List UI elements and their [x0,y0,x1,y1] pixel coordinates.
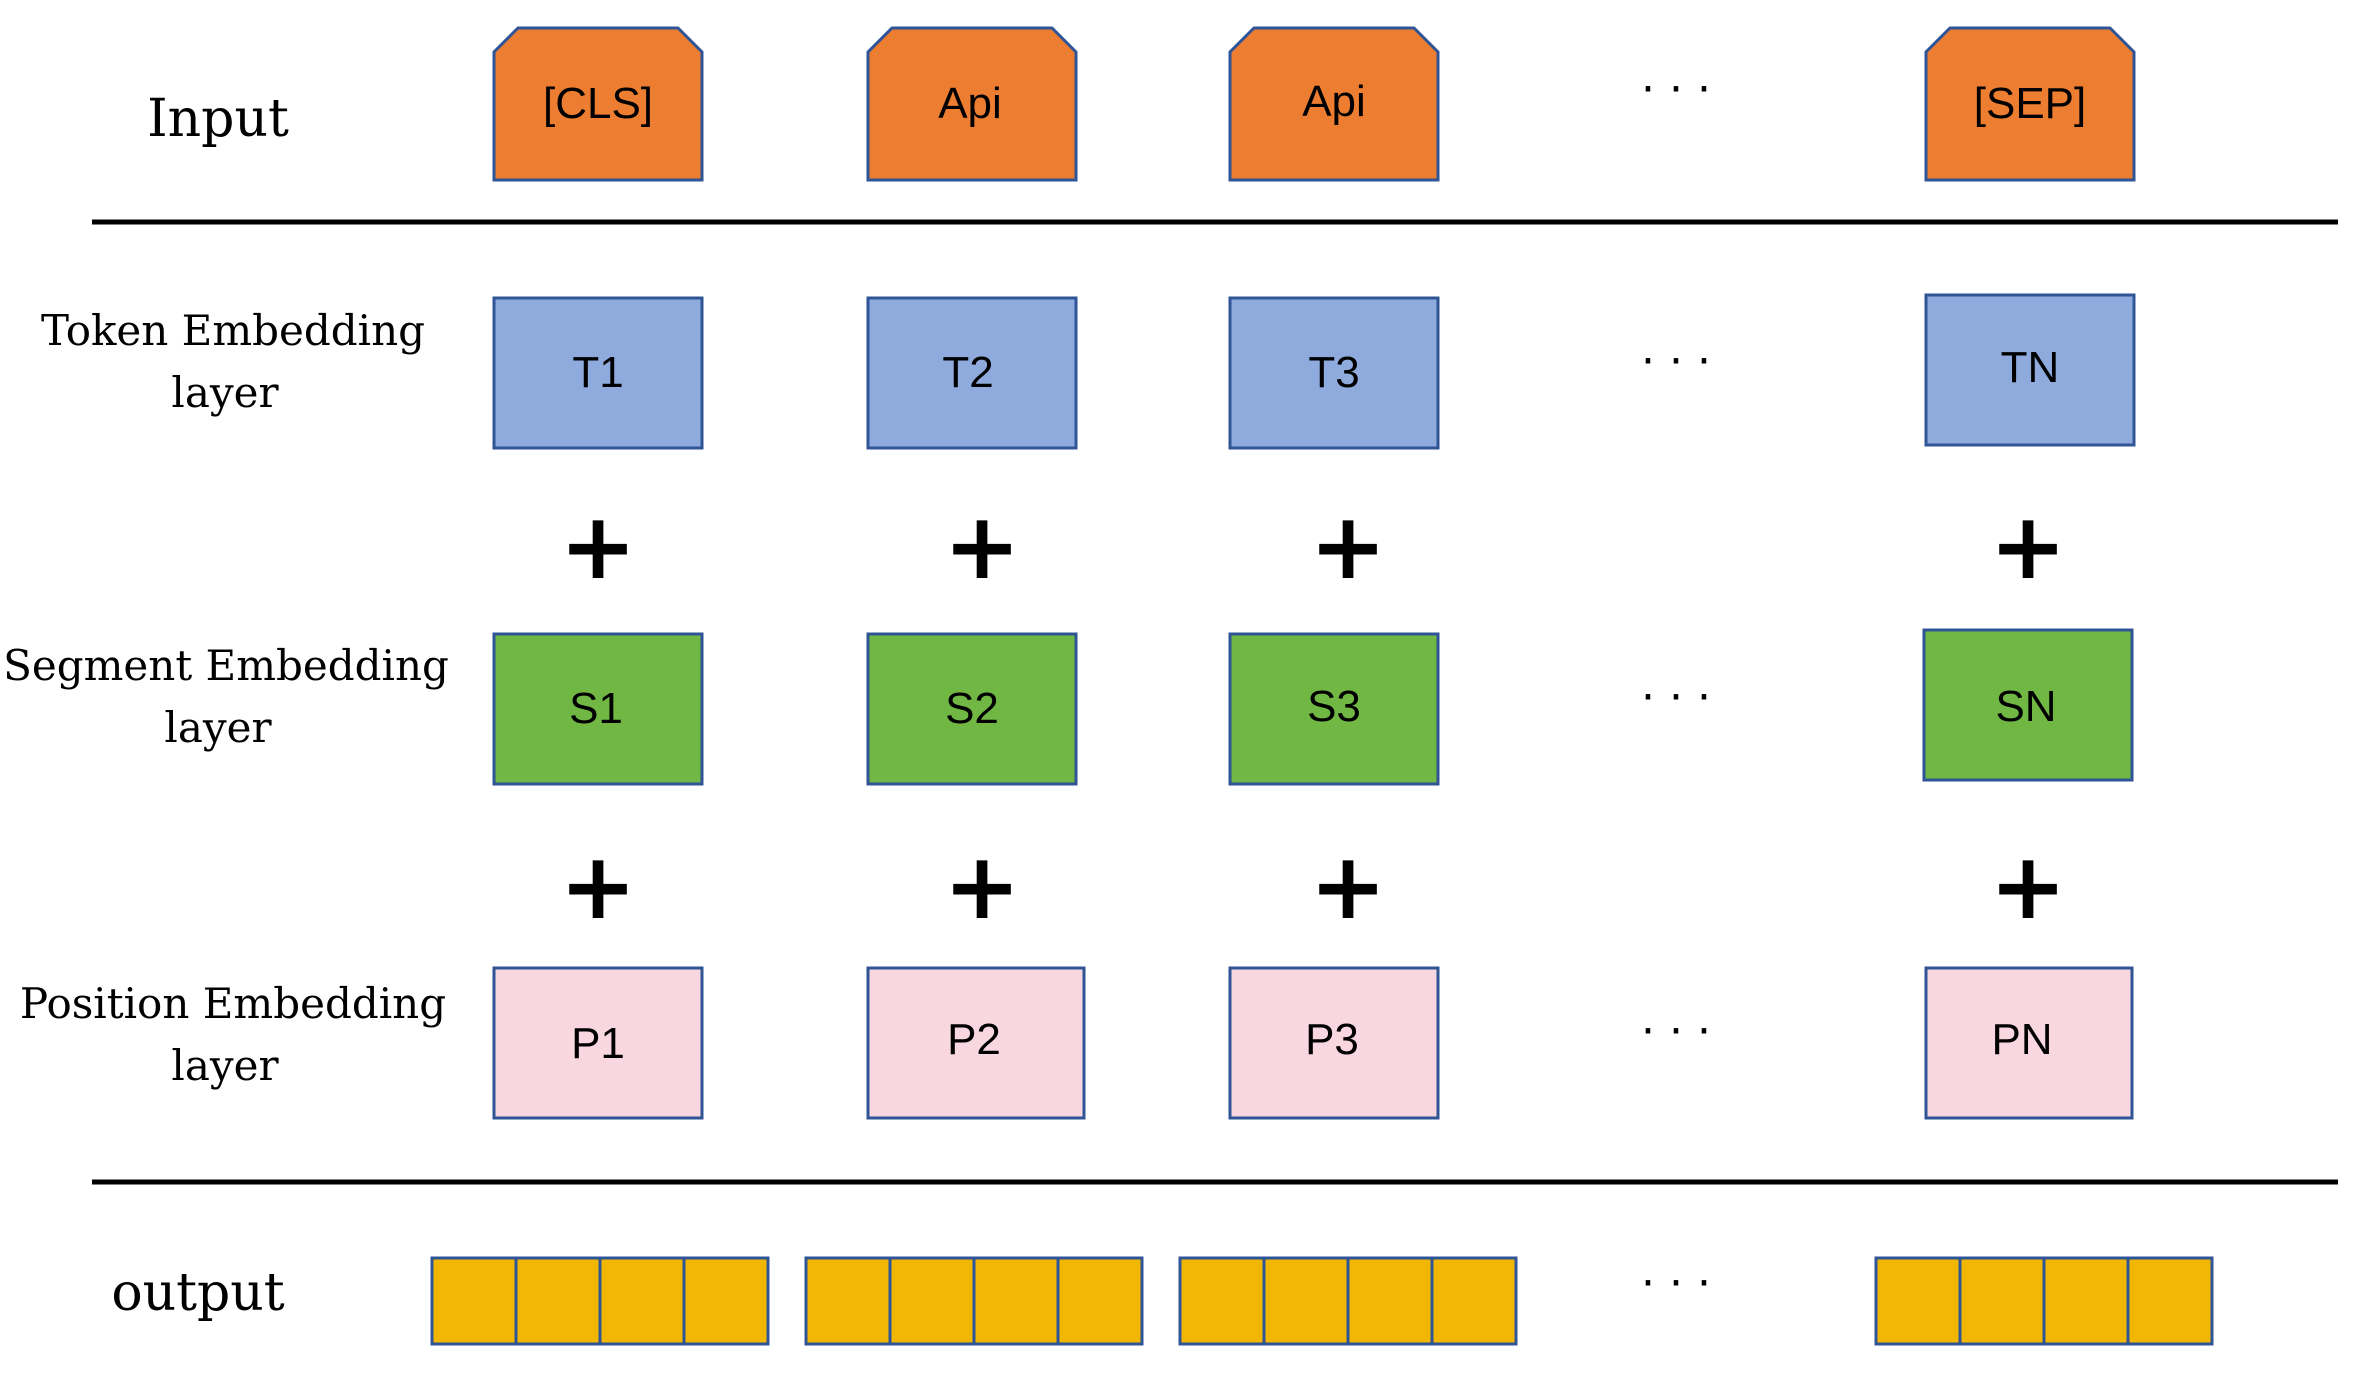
output-cell [888,1256,976,1346]
plus-sign: + [559,493,636,600]
position-ellipsis: · · · [1641,1006,1711,1057]
input-token-shape [866,26,1078,182]
segment-embedding-label: S3 [1307,682,1361,731]
output-vector [430,1256,770,1346]
position-embedding: P3 [1228,966,1440,1120]
input-token: Api [1228,26,1440,182]
segment-row-label-line1: Segment Embedding [3,641,449,690]
input-token-label: Api [1302,77,1366,126]
position-embedding-box [492,966,704,1120]
token-embedding-box [1924,293,2136,447]
plus-sign: + [1989,493,2066,600]
output-cell [1430,1256,1518,1346]
segment-embedding: S3 [1228,632,1440,786]
plus-sign: + [1989,833,2066,940]
token-embedding-label: TN [2001,343,2060,392]
output-cell [1958,1256,2046,1346]
position-row-label-line1: Position Embedding [20,979,446,1028]
plus-sign: + [1309,833,1386,940]
segment-embedding-box [1228,632,1440,786]
segment-embedding: S1 [492,632,704,786]
position-row-label-line2: layer [171,1041,279,1090]
token-embedding-label: T2 [942,348,993,397]
output-cell [514,1256,602,1346]
token-embedding-box [866,296,1078,450]
token-embedding-box [492,296,704,450]
token-embedding-box [1228,296,1440,450]
segment-ellipsis: · · · [1641,672,1711,723]
position-embedding: PN [1924,966,2134,1120]
plus-sign: + [559,833,636,940]
position-embedding: P1 [492,966,704,1120]
token-row-label-line2: layer [171,368,279,417]
token-ellipsis: · · · [1641,336,1711,387]
output-cell [972,1256,1060,1346]
input-token: [CLS] [492,26,704,182]
output-vectors [430,1256,2214,1346]
segment-embedding-label: SN [1995,682,2056,731]
segment-embedding-box [1922,628,2134,782]
token-embedding: TN [1924,293,2136,447]
input-token-shape [1228,26,1440,182]
input-row-label: Input [147,89,289,149]
segment-embedding: S2 [866,632,1078,786]
token-embedding: T2 [866,296,1078,450]
position-embedding-label: P3 [1305,1015,1359,1064]
input-token-shape [492,26,704,182]
token-embedding: T1 [492,296,704,450]
segment-row-label-line2: layer [164,703,272,752]
output-cell [2126,1256,2214,1346]
output-cell [1874,1256,1962,1346]
segment-embedding-label: S2 [945,684,999,733]
input-token: Api [866,26,1078,182]
output-cell [430,1256,518,1346]
input-token-label: [CLS] [543,79,653,128]
output-cell [598,1256,686,1346]
output-ellipsis: · · · [1641,1258,1711,1309]
output-vector [1874,1256,2214,1346]
input-token: [SEP] [1924,26,2136,182]
input-ellipsis: · · · [1641,64,1711,115]
segment-embedding: SN [1922,628,2134,782]
token-embedding: T3 [1228,296,1440,450]
output-cell [804,1256,892,1346]
position-embedding-label: P2 [947,1015,1001,1064]
plus-sign: + [943,493,1020,600]
token-embedding-label: T1 [572,348,623,397]
plus-sign: + [1309,493,1386,600]
output-vector [1178,1256,1518,1346]
output-cell [2042,1256,2130,1346]
input-token-shape [1924,26,2136,182]
output-vector [804,1256,1144,1346]
input-token-label: [SEP] [1974,79,2087,128]
output-cell [1262,1256,1350,1346]
token-row-label-line1: Token Embedding [41,306,425,355]
position-embedding-box [866,966,1086,1120]
position-embedding-box [1228,966,1440,1120]
segment-embedding-box [492,632,704,786]
input-token-label: Api [938,79,1002,128]
token-embedding-label: T3 [1308,348,1359,397]
position-embedding-label: P1 [571,1019,625,1068]
output-cell [682,1256,770,1346]
position-embedding-label: PN [1991,1015,2052,1064]
plus-sign: + [943,833,1020,940]
segment-embedding-box [866,632,1078,786]
output-cell [1178,1256,1266,1346]
output-cell [1056,1256,1144,1346]
output-row-label: output [111,1263,284,1323]
position-embedding: P2 [866,966,1086,1120]
position-embedding-box [1924,966,2134,1120]
segment-embedding-label: S1 [569,684,623,733]
output-cell [1346,1256,1434,1346]
